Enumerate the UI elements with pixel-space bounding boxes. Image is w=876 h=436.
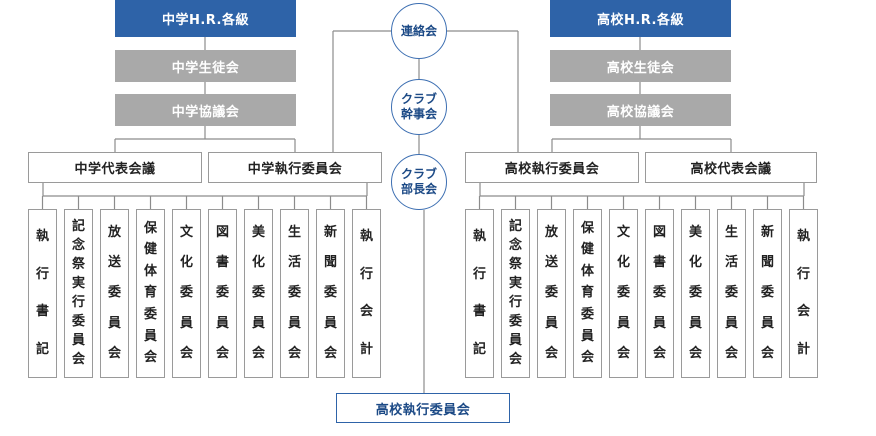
committee-right-7: 生活委員会 xyxy=(717,209,746,378)
committee-right-6: 美化委員会 xyxy=(681,209,710,378)
committee-left-5: 図書委員会 xyxy=(208,209,237,378)
renrakukai-line: 連絡会 xyxy=(400,23,437,38)
hs-rep-council-box: 高校代表会議 xyxy=(645,152,817,183)
committee-right-4: 文化委員会 xyxy=(609,209,638,378)
club-bucho-text: クラブ 部長会 xyxy=(401,167,437,197)
committee-left-2: 放送委員会 xyxy=(100,209,129,378)
hs-exec-committee-box: 高校執行委員会 xyxy=(465,152,639,183)
jhs-rep-council-box: 中学代表会議 xyxy=(28,152,202,183)
bottom-hs-exec-box: 高校執行委員会 xyxy=(336,393,510,423)
committee-right-9: 執行会計 xyxy=(789,209,818,378)
committee-left-0: 執行書記 xyxy=(28,209,57,378)
jhs-council-box: 中学協議会 xyxy=(115,94,296,126)
committee-left-7: 生活委員会 xyxy=(280,209,309,378)
renrakukai-circle: 連絡会 xyxy=(391,3,447,59)
club-kanji-line1: クラブ xyxy=(400,92,437,106)
hs-student-council-box: 高校生徒会 xyxy=(550,50,731,82)
hs-hr-box: 高校H.R.各級 xyxy=(550,0,731,37)
committee-right-5: 図書委員会 xyxy=(645,209,674,378)
jhs-exec-committee-box: 中学執行委員会 xyxy=(208,152,382,183)
club-kanji-text: クラブ 幹事会 xyxy=(401,92,437,122)
committee-left-3: 保健体育委員会 xyxy=(136,209,165,378)
club-bucho-circle: クラブ 部長会 xyxy=(391,154,447,210)
hs-council-box: 高校協議会 xyxy=(550,94,731,126)
committee-right-8: 新聞委員会 xyxy=(753,209,782,378)
renrakukai-text: 連絡会 xyxy=(401,24,437,39)
jhs-student-council-box: 中学生徒会 xyxy=(115,50,296,82)
committee-left-9: 執行会計 xyxy=(352,209,381,378)
committee-right-3: 保健体育委員会 xyxy=(573,209,602,378)
jhs-hr-box: 中学H.R.各級 xyxy=(115,0,296,37)
committee-right-2: 放送委員会 xyxy=(537,209,566,378)
club-kanji-circle: クラブ 幹事会 xyxy=(391,79,447,135)
committee-left-8: 新聞委員会 xyxy=(316,209,345,378)
club-kanji-line2: 幹事会 xyxy=(400,107,437,121)
committee-left-6: 美化委員会 xyxy=(244,209,273,378)
committee-right-0: 執行書記 xyxy=(465,209,494,378)
club-bucho-line1: クラブ xyxy=(400,167,437,181)
committee-left-4: 文化委員会 xyxy=(172,209,201,378)
club-bucho-line2: 部長会 xyxy=(400,182,437,196)
committee-right-1: 記念祭実行委員会 xyxy=(501,209,530,378)
committee-left-1: 記念祭実行委員会 xyxy=(64,209,93,378)
